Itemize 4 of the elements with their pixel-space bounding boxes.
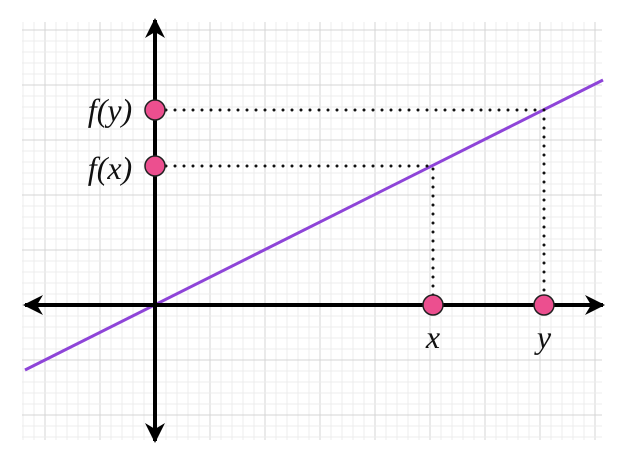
axis-value-label: f(y) (88, 92, 132, 128)
axis-value-label: y (536, 319, 552, 355)
axis-value-label: f(x) (88, 150, 132, 186)
axis-value-label: x (426, 319, 440, 355)
